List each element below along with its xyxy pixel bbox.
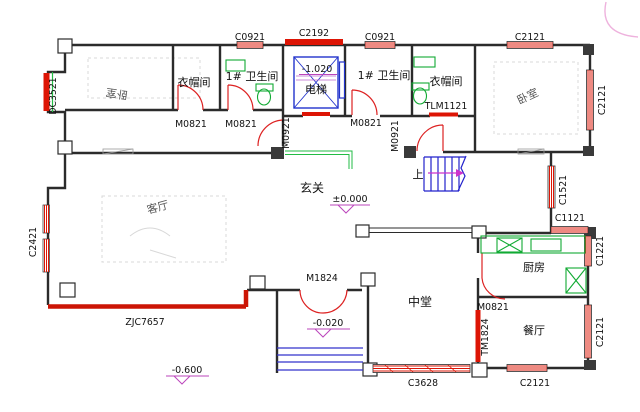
door-label-tlm1121: TLM1121 <box>424 101 468 112</box>
stairs-upper <box>423 155 467 192</box>
swing-doors <box>177 84 506 314</box>
kitchen-appliance <box>565 267 587 294</box>
door-label-tm1824: TM1824 <box>480 318 491 356</box>
elevation-symbols <box>166 74 370 385</box>
room-label-closet-right: 衣帽间 <box>430 74 463 88</box>
door-label-m0821-3: M0821 <box>350 118 382 129</box>
windows <box>42 39 594 373</box>
window-c2192 <box>285 39 343 45</box>
elevator-shaft <box>293 56 346 109</box>
hall-beam <box>362 227 475 234</box>
foyer-edge <box>285 150 353 169</box>
kitchen-sink <box>496 237 523 253</box>
window-label-c2121-bottom: C2121 <box>520 378 550 389</box>
window-label-c2421: C2421 <box>28 227 39 257</box>
room-label-foyer: 玄关 <box>300 180 324 195</box>
window-label-c0921-1: C0921 <box>235 32 265 43</box>
door-label-m0921-1: M0921 <box>281 117 292 149</box>
toilet-left <box>256 88 272 106</box>
window-label-c3628: C3628 <box>408 378 438 389</box>
stairs-up-label: 上 <box>413 168 424 181</box>
window-label-c0921-2: C0921 <box>365 32 395 43</box>
window-label-c1521: C1521 <box>558 175 569 205</box>
room-label-dining: 餐厅 <box>523 323 545 337</box>
columns-solid <box>271 44 596 370</box>
door-label-m0821-4: M0821 <box>477 302 509 313</box>
room-label-bedroom-right: 卧室 <box>515 85 541 107</box>
window-label-c2121-right-bottom: C2121 <box>595 317 606 347</box>
room-label-middle-hall: 中堂 <box>408 294 432 309</box>
room-label-kitchen: 厨房 <box>523 261 545 274</box>
room-label-elevator: 电梯 <box>305 83 327 96</box>
window-label-dc3521: DC3521 <box>48 77 59 114</box>
elevator-door <box>302 112 330 116</box>
level-ground: ±0.000 <box>332 194 367 205</box>
room-label-closet-left: 衣帽间 <box>178 75 211 89</box>
window-label-c2192: C2192 <box>299 28 329 39</box>
wall-hatch <box>102 148 545 155</box>
door-label-m0821-2: M0821 <box>225 119 257 130</box>
door-label-m0821-1: M0821 <box>175 119 207 130</box>
window-label-c2121-top: C2121 <box>515 32 545 43</box>
window-dc3521 <box>43 73 50 111</box>
room-label-living: 客厅 <box>145 197 170 216</box>
door-tlm1121 <box>429 112 458 117</box>
door-tm1824 <box>475 310 481 362</box>
level-porch: -0.020 <box>313 318 344 329</box>
fixtures <box>225 56 587 294</box>
stairs-arrow <box>456 169 464 177</box>
kitchen-counter <box>480 235 586 254</box>
window-label-c1221: C1221 <box>595 236 606 266</box>
room-label-bathroom-right: 1# 卫生间 <box>358 68 411 82</box>
door-label-m0921-2: M0921 <box>390 120 401 152</box>
toilet-right <box>412 87 428 105</box>
level-outdoor: -0.600 <box>172 365 203 376</box>
porch-steps <box>277 347 363 371</box>
door-label-m1824: M1824 <box>306 273 338 284</box>
window-label-c2121-right-top: C2121 <box>597 85 608 115</box>
basin-left <box>225 59 246 72</box>
room-label-bedroom-left: 卧室 <box>105 86 129 103</box>
window-label-c1121: C1121 <box>555 213 585 224</box>
basin-right <box>413 56 436 68</box>
watermark-arc <box>604 1 639 38</box>
window-label-zjc7657: ZJC7657 <box>125 317 164 328</box>
faint-furniture <box>87 57 579 263</box>
level-elevator: -1.020 <box>302 64 333 75</box>
window-zjc7657 <box>48 290 249 309</box>
room-label-bathroom-left: 1# 卫生间 <box>226 69 279 83</box>
